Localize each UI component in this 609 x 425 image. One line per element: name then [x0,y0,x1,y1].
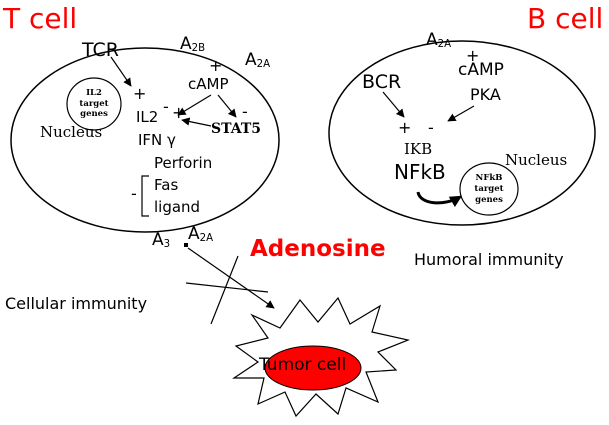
arrow-adenosine-to-tumor [187,247,275,309]
t-plus-sign-tcr: + [133,84,147,103]
arrow-camp-to-stat5 [217,94,237,118]
a3-receptor-label: A3 [152,230,171,250]
t-minus-sign-il2: - [163,97,169,116]
b-a2a-receptor-label: A2A [426,30,452,50]
b-nucleus-label: Nucleus [505,151,568,169]
block-line-2 [210,255,239,325]
b-minus-sign-pka: - [428,118,434,137]
block-line-1 [185,282,269,293]
t-minus-sign-stat5: - [242,102,248,121]
b-plus-sign-receptor: + [466,46,480,65]
arrow-stat5-to-il2 [181,117,212,127]
nfkb-label: NFkB [394,160,446,184]
t-plus-sign-il2: + [172,103,186,122]
cellular-immunity-label: Cellular immunity [5,294,148,313]
il2-target-genes-label: IL2 target genes [79,88,109,120]
bracket-perforin-fas [141,175,149,217]
adenosine-label: Adenosine [250,236,386,262]
tumor-cell-core [264,345,362,391]
t-cell-title: T cell [3,2,78,35]
ligand-label: ligand [154,198,201,216]
b-cell-title: B cell [527,2,604,35]
t-minus-sign-bracket: - [131,184,137,203]
pka-label: PKA [470,85,501,104]
tumor-cell-label: Tumor cell [259,355,347,375]
arrow-bcr-to-ikb [382,91,405,118]
t-cell-outline [10,47,280,233]
il2-label: IL2 [136,108,159,126]
b-cell-nucleus-circle [459,162,519,216]
nfkb-curved-arrow [416,191,463,208]
a2b-receptor-label: A2B [180,34,206,54]
b-plus-sign-bcr: + [398,118,412,137]
arrow-camp-to-il2 [177,94,212,116]
t-cell-nucleus-circle [66,77,122,131]
arrow-pka-to-ikb [447,105,475,122]
stat5-label: STAT5 [211,121,262,137]
fas-label: Fas [154,176,179,194]
perforin-label: Perforin [154,154,213,172]
arrow-tcr-to-il2 [110,56,132,87]
t-camp-label: cAMP [188,75,229,93]
b-cell-outline [328,40,596,226]
center-a2a-receptor-label: A2A [188,224,214,244]
t-plus-sign-receptor: + [209,56,223,75]
tcr-label: TCR [82,39,119,61]
humoral-immunity-label: Humoral immunity [414,250,564,269]
ikb-label: IKB [404,140,433,158]
bcr-label: BCR [362,71,402,93]
b-camp-label: cAMP [458,60,504,80]
t-nucleus-label: Nucleus [40,123,103,141]
a2a-receptor-label: A2A [245,50,271,70]
adenosine-dot [184,243,188,247]
nfkb-target-genes-label: NFkB target genes [474,173,504,206]
ifn-gamma-label: IFN γ [138,131,176,149]
